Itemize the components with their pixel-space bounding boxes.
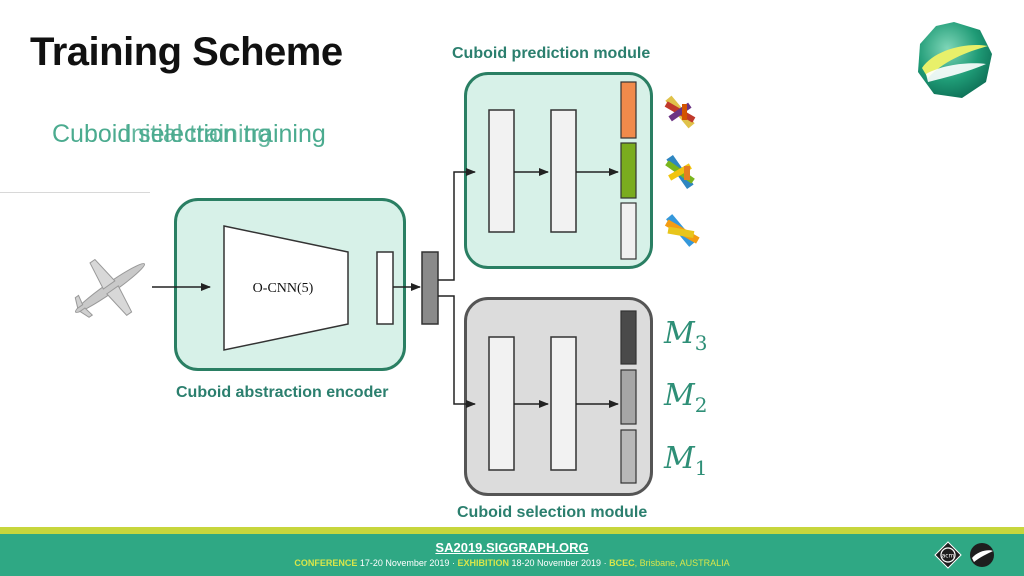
conference-label: CONFERENCE	[294, 558, 358, 568]
page-title: Training Scheme	[30, 30, 343, 74]
venue-label: BCEC	[609, 558, 635, 568]
selection-output-segment-m3	[620, 310, 637, 365]
footer-bar	[0, 534, 1024, 576]
separator: ·	[603, 558, 607, 568]
footer-url-link[interactable]: SA2019.SIGGRAPH.ORG	[435, 540, 589, 555]
footer-event-info: CONFERENCE 17-20 November 2019 · EXHIBIT…	[0, 558, 1024, 568]
exhibition-label: EXHIBITION	[457, 558, 509, 568]
m2-label: M2	[664, 378, 708, 417]
ocnn-encoder-shape	[223, 225, 349, 351]
acm-logo-icon: acm	[934, 541, 962, 569]
selection-output-segment-m1	[620, 429, 637, 484]
divider	[0, 192, 150, 193]
cuboid-selection-module-caption: Cuboid selection module	[457, 504, 648, 521]
venue-location: , Brisbane, AUSTRALIA	[634, 558, 730, 568]
branch-arrow-prediction	[438, 168, 476, 281]
exhibition-dates: 18-20 November 2019	[511, 558, 602, 568]
prediction-output-segment-2	[620, 142, 637, 199]
subtitle-initial-training: Initial training	[124, 120, 272, 148]
latent-code-bar	[421, 251, 439, 325]
selection-layer-2	[550, 336, 577, 471]
m3-label: M3	[664, 316, 708, 355]
siggraph-asia-footer-logo-icon	[970, 543, 994, 567]
subtitle-cuboid-selection-training: Cuboid selection training	[52, 120, 326, 148]
separator: ·	[451, 558, 455, 568]
cuboid-abstraction-encoder-caption: Cuboid abstraction encoder	[176, 384, 389, 401]
feature-bar	[376, 251, 394, 325]
ocnn-label: O-CNN(5)	[253, 281, 314, 296]
branch-arrow-selection	[438, 295, 476, 408]
cuboid-abstraction-icon-2	[665, 154, 695, 190]
siggraph-asia-logo-icon	[918, 22, 992, 98]
prediction-layer-1	[488, 109, 515, 233]
prediction-output-segment-3	[620, 202, 637, 260]
selection-layer-1	[488, 336, 515, 471]
conference-dates: 17-20 November 2019	[359, 558, 450, 568]
cuboid-abstraction-icon-3	[664, 214, 700, 247]
m1-label: M1	[664, 441, 708, 480]
selection-output-segment-m2	[620, 369, 637, 425]
airplane-icon	[74, 258, 146, 318]
cuboid-prediction-module-caption: Cuboid prediction module	[452, 45, 651, 62]
prediction-output-segment-1	[620, 81, 637, 139]
cuboid-abstraction-icon-1	[664, 95, 696, 129]
prediction-layer-2	[550, 109, 577, 233]
svg-text:acm: acm	[942, 553, 955, 560]
footer-stripe	[0, 527, 1024, 534]
